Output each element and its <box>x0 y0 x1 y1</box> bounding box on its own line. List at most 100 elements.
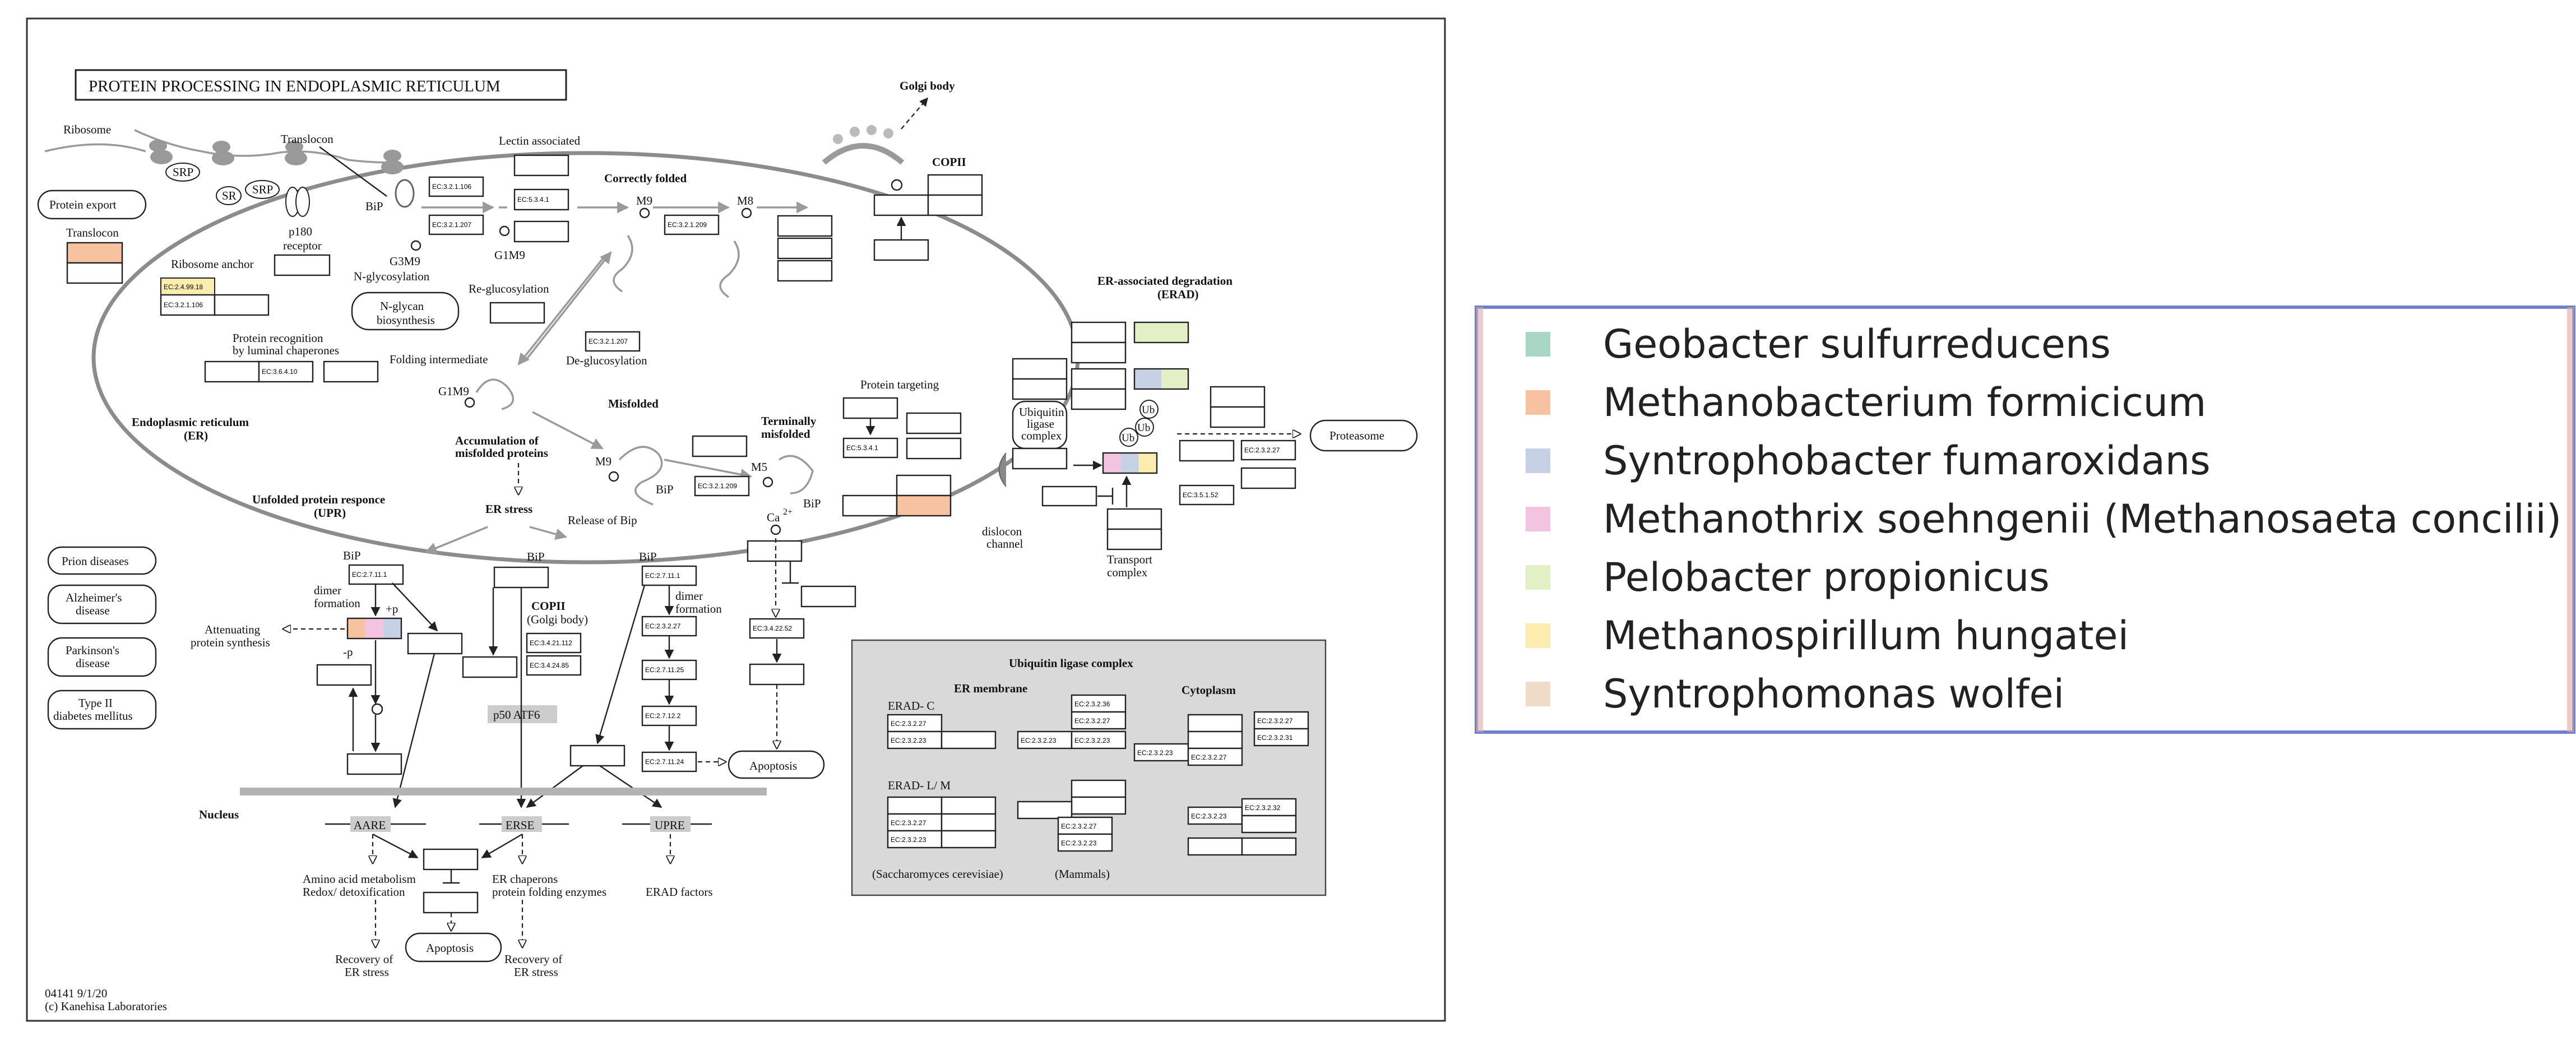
m8-compound[interactable] <box>741 207 752 219</box>
lectin-box-3[interactable] <box>513 220 569 243</box>
chaperone-box-2[interactable] <box>323 360 379 383</box>
ec-box-3-4-21-112[interactable] <box>526 632 582 654</box>
ec-box-3-2-1-207-a[interactable] <box>428 214 484 235</box>
ec-box-3-4-24-85[interactable] <box>526 655 582 676</box>
targeting-box-3[interactable] <box>906 437 962 460</box>
ec-box-2-7-11-24[interactable] <box>641 751 697 772</box>
ribosome-anchor-box[interactable] <box>274 254 331 276</box>
ec-box-2-7-12-2[interactable] <box>641 705 697 727</box>
erad-gene-4[interactable] <box>1071 368 1127 390</box>
inset-box-c6[interactable] <box>1253 728 1309 747</box>
proteasome-link[interactable] <box>1309 419 1418 452</box>
atf6-box[interactable] <box>493 566 549 589</box>
ec-box-3-2-1-106-b[interactable] <box>428 176 484 197</box>
inset-box-e3[interactable] <box>1017 801 1073 820</box>
perk-gene-box[interactable] <box>346 617 402 640</box>
targeting-box-2[interactable] <box>906 412 962 434</box>
inset-box-e4[interactable] <box>1057 816 1113 835</box>
copii-gene-box-1[interactable] <box>777 215 833 237</box>
ec-box-3-2-1-209-a[interactable] <box>664 214 720 235</box>
protein-export-link[interactable] <box>37 189 147 220</box>
alzheimers-link[interactable] <box>47 584 157 624</box>
erse-element[interactable] <box>502 816 542 832</box>
inset-box-b2[interactable] <box>1071 711 1127 730</box>
ec-box-5-3-4-1-b[interactable] <box>842 437 898 459</box>
calpain-box-1[interactable] <box>747 540 803 562</box>
transport-box-2[interactable] <box>1106 528 1162 550</box>
inset-box-a1[interactable] <box>887 714 943 733</box>
inset-box-e2[interactable] <box>1071 796 1127 815</box>
ec-box-2-4-99-18[interactable] <box>160 277 215 295</box>
inset-box-b3[interactable] <box>1017 730 1073 749</box>
ubiq-box-3[interactable] <box>1012 447 1068 470</box>
translocon-gene-box[interactable] <box>66 242 123 264</box>
caspase-box[interactable] <box>749 663 805 686</box>
diabetes-link[interactable] <box>47 690 157 730</box>
ec-box-blank-a[interactable] <box>214 294 270 316</box>
inset-box-e1[interactable] <box>1071 779 1127 798</box>
m9-compound-1[interactable] <box>639 207 650 219</box>
upr-box-3[interactable] <box>316 664 372 686</box>
erad-gene-1[interactable] <box>1071 321 1127 344</box>
erad-gene-6[interactable] <box>1071 388 1127 410</box>
m9-compound-2[interactable] <box>608 471 619 482</box>
ub-gene-box[interactable] <box>1102 452 1158 474</box>
srp-node-2[interactable] <box>245 180 280 199</box>
copii-box-1[interactable] <box>873 194 929 216</box>
copii-compound[interactable] <box>891 179 903 191</box>
inset-box-c4[interactable] <box>1187 747 1243 766</box>
ec-box-3-5-1-52[interactable] <box>1179 484 1235 506</box>
proteasome-box-2[interactable] <box>1210 406 1266 428</box>
m5-compound[interactable] <box>762 476 773 488</box>
ec-box-2-3-2-27-a[interactable] <box>1240 439 1296 461</box>
transport-box-1[interactable] <box>1106 508 1162 530</box>
ec-box-3-2-1-106-a[interactable] <box>160 294 216 316</box>
erad-gene-5[interactable] <box>1133 368 1189 390</box>
upr-compound[interactable] <box>371 703 383 715</box>
inset-box-c3[interactable] <box>1187 730 1243 749</box>
copii-gene-box-3[interactable] <box>777 260 833 282</box>
reglucosylation-box[interactable] <box>489 302 545 324</box>
p50-atf6-box[interactable] <box>488 705 557 723</box>
copii-box-2[interactable] <box>927 174 983 196</box>
copii-box-4[interactable] <box>873 239 929 261</box>
apoptosis-link-2[interactable] <box>405 932 502 963</box>
inset-box-d6[interactable] <box>940 830 997 849</box>
chop-box[interactable] <box>423 848 479 871</box>
inset-box-f4[interactable] <box>1187 837 1243 856</box>
n-glycan-biosynthesis-link[interactable] <box>351 292 460 331</box>
g3m9-compound[interactable] <box>410 240 421 251</box>
ec-box-3-2-1-209-b[interactable] <box>694 475 750 497</box>
erad-box-colored[interactable] <box>896 494 952 517</box>
inset-box-f2[interactable] <box>1241 798 1297 817</box>
srp-node-1[interactable] <box>165 163 200 182</box>
inset-box-f1[interactable] <box>1187 806 1243 825</box>
erad-box-left[interactable] <box>842 494 898 517</box>
chaperone-box-1[interactable] <box>204 360 260 383</box>
upre-element[interactable] <box>650 816 691 832</box>
proteasome-box-1[interactable] <box>1210 386 1266 408</box>
atf4-box[interactable] <box>346 753 402 775</box>
ec-box-3-4-22-52[interactable] <box>749 618 805 639</box>
upr-box-2[interactable] <box>407 632 463 655</box>
ca-compound[interactable] <box>770 524 781 535</box>
atf6-box-2[interactable] <box>462 656 518 678</box>
prion-diseases-link[interactable] <box>47 546 157 575</box>
inset-box-d3[interactable] <box>887 813 943 832</box>
inset-box-d1[interactable] <box>887 796 943 815</box>
targeting-box-1[interactable] <box>842 397 898 419</box>
apoptosis-link-1[interactable] <box>728 750 825 779</box>
erad-box-upper[interactable] <box>896 474 952 497</box>
inset-box-a2[interactable] <box>887 730 943 749</box>
inset-box-f5[interactable] <box>1241 837 1297 856</box>
g1m9-compound-1[interactable] <box>499 225 510 237</box>
misfolded-box-1[interactable] <box>692 435 748 457</box>
inset-box-b4[interactable] <box>1071 730 1127 749</box>
sr-node[interactable] <box>216 186 242 205</box>
inset-box-e5[interactable] <box>1057 833 1113 852</box>
g1m9-compound-2[interactable] <box>464 397 475 408</box>
ec-box-3-6-4-10[interactable] <box>258 360 314 383</box>
calpain-box-2[interactable] <box>800 585 856 608</box>
inset-box-c2[interactable] <box>1187 714 1243 733</box>
erad-gene-2[interactable] <box>1133 321 1189 344</box>
